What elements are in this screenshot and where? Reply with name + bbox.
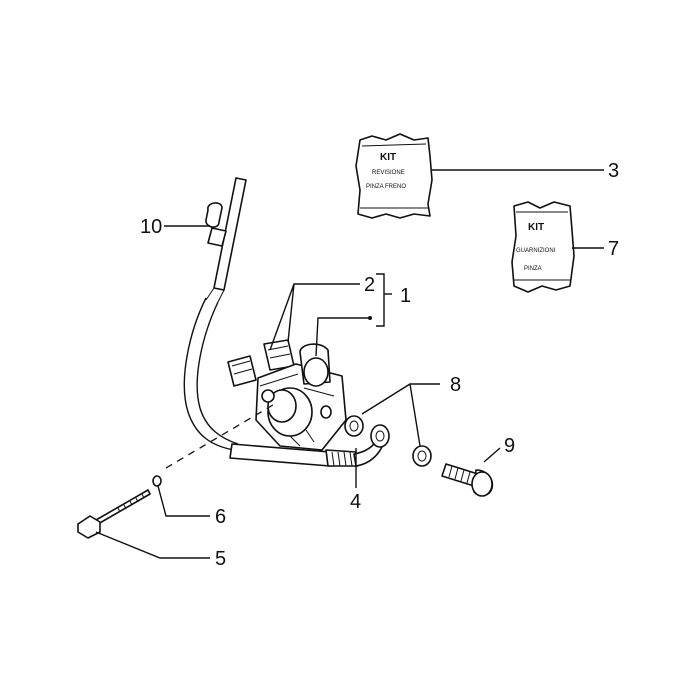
part-brake-caliper — [255, 343, 347, 451]
revision-kit-line1: KIT — [380, 152, 396, 163]
callout-10: 10 — [140, 216, 162, 238]
part-long-bolt — [77, 489, 151, 539]
part-revision-kit-bag: KIT REVISIONE PINZA FRENO — [355, 133, 433, 219]
part-brake-hose-banjo — [229, 437, 385, 467]
revision-kit-line2: REVISIONE — [372, 170, 405, 176]
part-seals-kit-bag: KIT GUARNIZIONI PINZA — [511, 201, 575, 293]
leader-lines — [95, 169, 604, 559]
callout-1: 1 — [400, 285, 411, 307]
seals-kit-line2: GUARNIZIONI — [516, 248, 556, 254]
callout-9: 9 — [504, 435, 515, 457]
callout-6: 6 — [215, 506, 226, 528]
leader-dot — [368, 316, 372, 320]
callout-7: 7 — [608, 238, 619, 260]
callout-2: 2 — [364, 274, 375, 296]
callout-8: 8 — [450, 374, 461, 396]
brake-hose-line-inner — [196, 301, 239, 445]
part-sealing-washers — [344, 415, 432, 467]
part-banjo-fitting — [370, 424, 390, 448]
revision-kit-line3: PINZA FRENO — [366, 184, 406, 190]
callout-3: 3 — [608, 160, 619, 182]
part-brake-hose-fitting — [205, 177, 247, 303]
brake-hose-line — [183, 297, 235, 451]
callout-4: 4 — [350, 491, 361, 513]
part-banjo-bolt — [441, 463, 494, 497]
part-small-washer — [152, 475, 162, 487]
callout-5: 5 — [215, 548, 226, 570]
seals-kit-line3: PINZA — [524, 266, 542, 272]
seals-kit-line1: KIT — [528, 222, 544, 233]
assembly-axis-line — [165, 401, 279, 469]
